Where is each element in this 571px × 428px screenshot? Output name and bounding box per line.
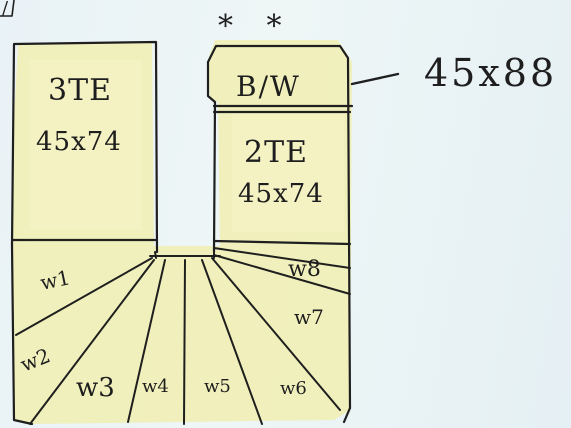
right-section-outline: [206, 44, 352, 410]
right-panel-size: 45x74: [238, 179, 324, 209]
highlight-layer: [12, 40, 352, 424]
leader-line: [350, 72, 400, 86]
left-panel-code: 3TE: [48, 73, 112, 108]
winder-outline: [10, 243, 352, 426]
stars-mark: * *: [218, 9, 294, 44]
winder-label-w6: w6: [280, 378, 307, 399]
winder-label-w8: w8: [288, 257, 321, 282]
left-section-outline: [10, 40, 159, 254]
winder-label-w3: w3: [76, 373, 115, 403]
bw-panel-size: 45x88: [424, 51, 557, 95]
winder-label-w4: w4: [142, 376, 169, 397]
winder-lines: [15, 247, 351, 425]
left-panel-size: 45x74: [36, 127, 122, 157]
bw-panel-code: B/W: [236, 70, 301, 103]
winder-label-w5: w5: [204, 376, 231, 397]
corner-mark: /: [2, 0, 9, 19]
corner-bracket: [0, 0, 15, 17]
right-landing-line: [212, 239, 352, 246]
right-panel-code: 2TE: [244, 135, 308, 170]
winder-label-w7: w7: [294, 305, 324, 329]
